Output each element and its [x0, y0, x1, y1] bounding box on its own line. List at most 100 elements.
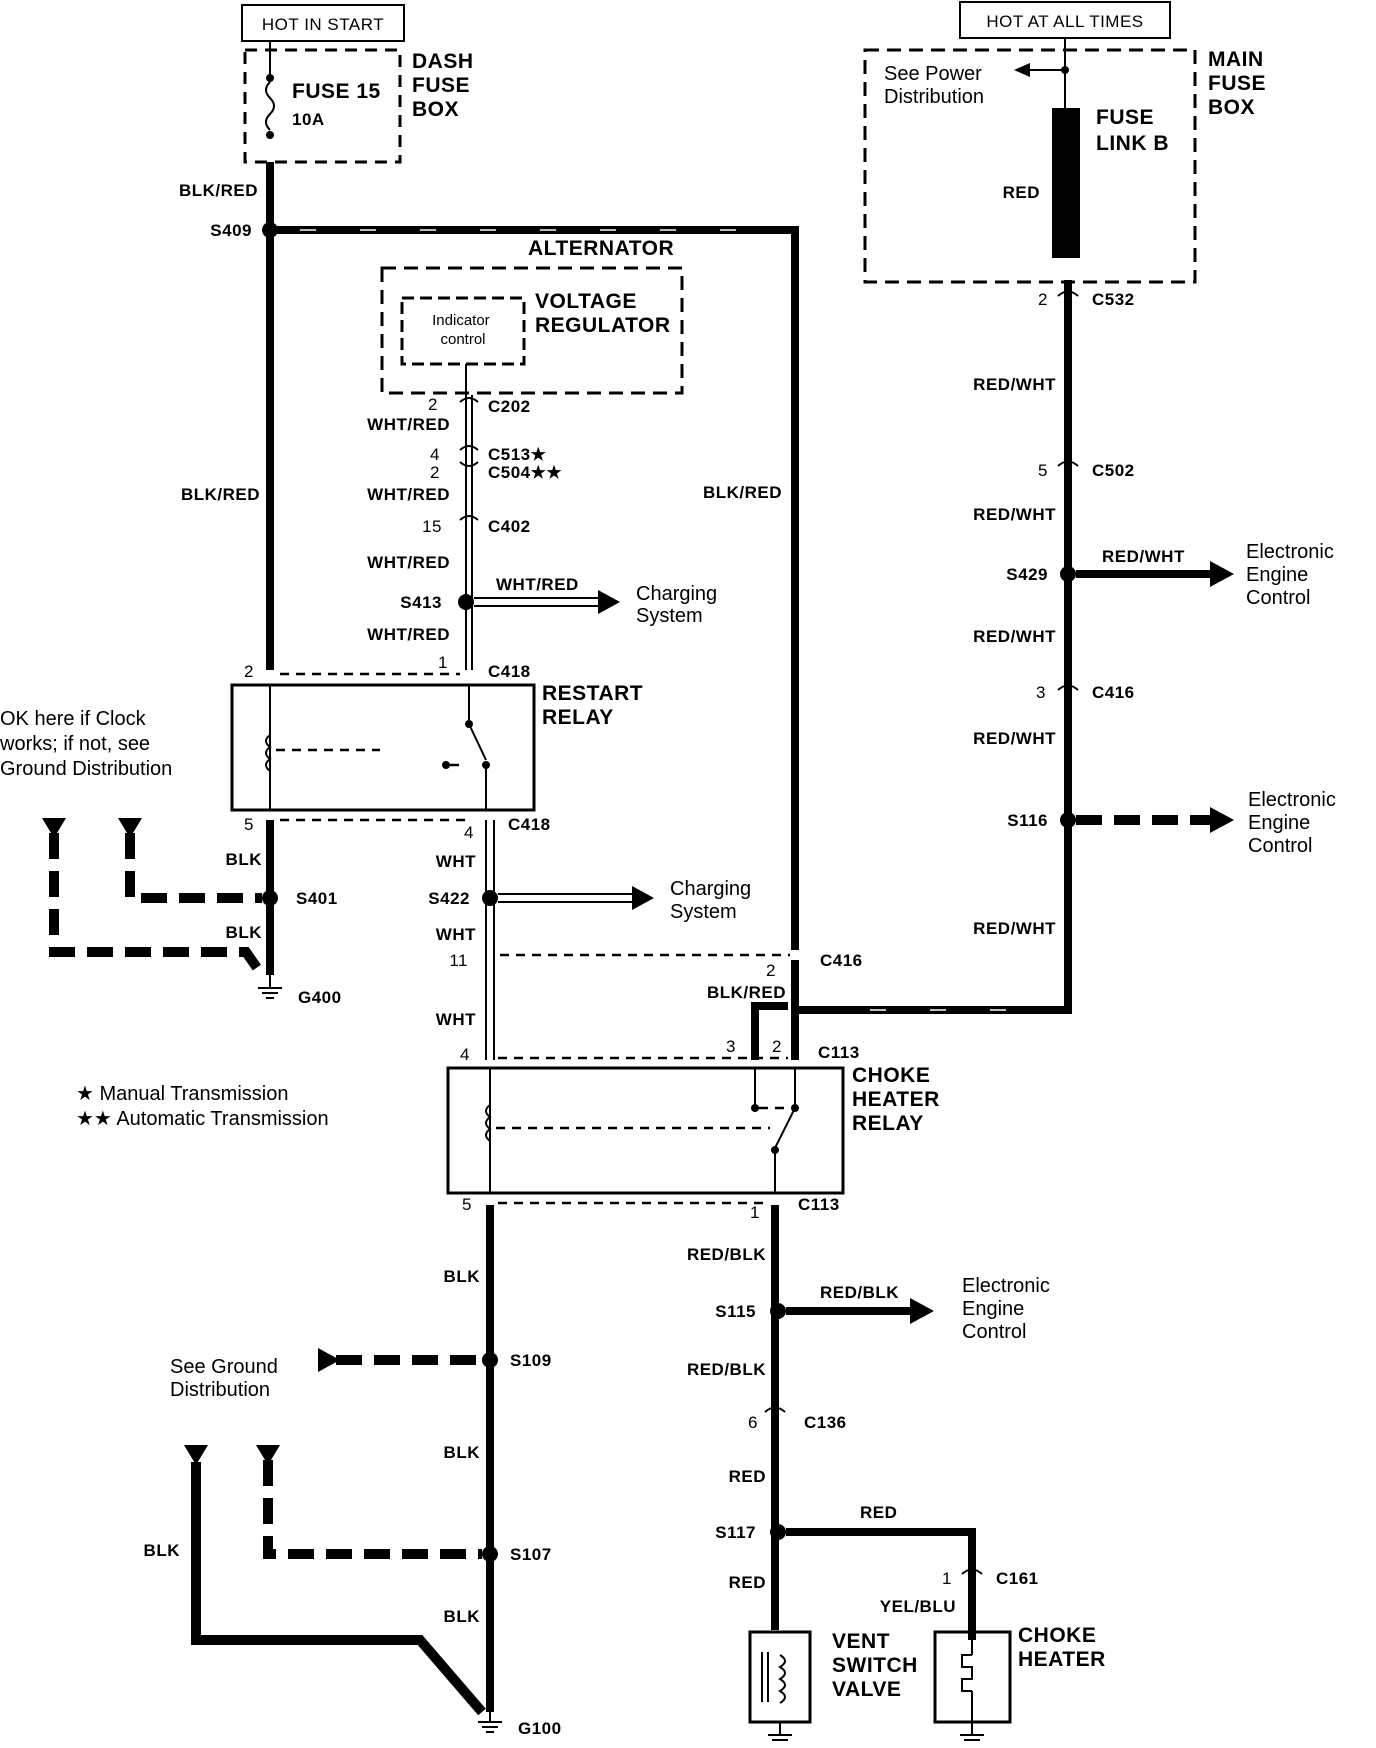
note-manual: ★ Manual Transmission — [76, 1083, 288, 1105]
connector-c513: C513★ — [488, 445, 547, 464]
hot-in-start-label: HOT IN START — [262, 15, 384, 34]
splice-s117 — [770, 1524, 786, 1540]
restart-relay-label: RESTART RELAY — [542, 682, 649, 729]
wire-label-red-wht-2: RED/WHT — [973, 505, 1056, 524]
hot-at-all-times-label: HOT AT ALL TIMES — [986, 12, 1143, 31]
splice-s115-label: S115 — [715, 1302, 756, 1321]
wire-label-wht-red-5: WHT/RED — [367, 625, 450, 644]
pin-c113-4: 4 — [460, 1045, 470, 1064]
pin-c402: 15 — [422, 517, 442, 536]
wire-label-blk-6: BLK — [444, 1607, 481, 1626]
eec-2: Electronic Engine Control — [1248, 789, 1341, 857]
note-automatic: ★★ Automatic Transmission — [76, 1108, 329, 1130]
indicator-control-label: Indicator control — [432, 312, 494, 348]
wire-label-red-wht-6: RED/WHT — [973, 919, 1056, 938]
ground-g400-label: G400 — [298, 988, 342, 1007]
splice-s413 — [458, 594, 474, 610]
vent-switch-valve-symbol — [761, 1652, 792, 1741]
pin-c113-1: 1 — [750, 1203, 760, 1222]
connector-c502: C502 — [1092, 461, 1135, 480]
wire-label-blk-5: BLK — [144, 1541, 181, 1560]
fuse-15-label: FUSE 15 — [292, 80, 381, 103]
ground-g100-label: G100 — [518, 1719, 562, 1738]
splice-s116-label: S116 — [1007, 811, 1048, 830]
wire-label-wht-red-4: WHT/RED — [496, 575, 579, 594]
wire-label-red-fuse: RED — [1003, 183, 1040, 202]
fuse-15-rating: 10A — [292, 110, 325, 129]
splice-s107-label: S107 — [510, 1545, 552, 1564]
wire-label-blk-2: BLK — [226, 923, 263, 942]
connector-c202: C202 — [488, 397, 531, 416]
charging-system-2: Charging System — [670, 878, 757, 923]
pin-c113-2: 2 — [772, 1037, 782, 1056]
wire-label-wht-red-2: WHT/RED — [367, 485, 450, 504]
dash-fuse-box — [243, 48, 402, 164]
choke-heater-relay-symbol — [485, 1068, 799, 1193]
wire-label-red-3: RED — [729, 1573, 766, 1592]
pin-c513: 4 — [430, 445, 440, 464]
voltage-regulator-label: VOLTAGE REGULATOR — [535, 290, 671, 337]
wire-label-red-wht-3: RED/WHT — [1102, 547, 1185, 566]
clock-note: OK here if Clock works; if not, see Grou… — [0, 708, 172, 780]
pin-c161-1: 1 — [942, 1569, 952, 1588]
ground-g100-symbol — [478, 1712, 502, 1733]
ground-g400-symbol — [258, 975, 282, 999]
wire-label-red-wht-5: RED/WHT — [973, 729, 1056, 748]
splice-s413-label: S413 — [400, 593, 442, 612]
main-fuse-box — [863, 48, 1197, 284]
see-power-distribution: See Power Distribution — [884, 63, 987, 108]
eec-3: Electronic Engine Control — [962, 1275, 1055, 1343]
wire-label-red-1: RED — [729, 1467, 766, 1486]
splice-s107 — [482, 1546, 498, 1562]
pin-c418-5: 5 — [244, 815, 254, 834]
connector-c416-main: C416 — [820, 951, 863, 970]
wire-label-blk-red-1: BLK/RED — [179, 181, 258, 200]
splice-s109-label: S109 — [510, 1351, 552, 1370]
pin-c504: 2 — [430, 463, 440, 482]
splice-s429-label: S429 — [1006, 565, 1048, 584]
splice-s422 — [482, 890, 498, 906]
pin-c502-5: 5 — [1038, 461, 1048, 480]
wire-label-wht-2: WHT — [436, 925, 476, 944]
pin-c416-11: 11 — [449, 951, 468, 970]
wire-label-red-blk-1: RED/BLK — [687, 1245, 766, 1264]
wire-stripes — [300, 229, 1006, 1011]
connector-c113-bottom: C113 — [798, 1195, 840, 1214]
charging-system-1: Charging System — [636, 583, 723, 627]
dash-fuse-box-title: DASH FUSE BOX — [412, 50, 480, 121]
connector-c504: C504★★ — [488, 463, 562, 482]
alternator-label: ALTERNATOR — [528, 237, 674, 260]
splice-s117-label: S117 — [715, 1523, 756, 1542]
wire-label-wht-red-3: WHT/RED — [367, 553, 450, 572]
indicator-control-box — [400, 296, 526, 366]
wire-label-yel-blu: YEL/BLU — [880, 1597, 956, 1616]
wire-label-red-wht-4: RED/WHT — [973, 627, 1056, 646]
splice-s116 — [1060, 812, 1076, 828]
eec-1: Electronic Engine Control — [1246, 541, 1339, 609]
pin-c136-6: 6 — [748, 1413, 758, 1432]
hot-in-start-box — [241, 4, 405, 42]
splice-s429 — [1060, 566, 1076, 582]
wire-label-red-wht-1: RED/WHT — [973, 375, 1056, 394]
see-ground-distribution: See Ground Distribution — [170, 1356, 283, 1401]
pin-c416-2: 2 — [766, 961, 776, 980]
connector-c402: C402 — [488, 517, 531, 536]
splice-s115 — [770, 1303, 786, 1319]
connector-c136: C136 — [804, 1413, 847, 1432]
pin-c113-5: 5 — [462, 1195, 472, 1214]
choke-heater-relay-label: CHOKE HEATER RELAY — [852, 1064, 946, 1135]
wire-label-wht-3: WHT — [436, 1010, 476, 1029]
splice-s401 — [262, 890, 278, 906]
pin-c418-4: 4 — [464, 823, 474, 842]
pin-c202: 2 — [428, 395, 438, 414]
splice-s422-label: S422 — [428, 889, 470, 908]
connector-c418-top: C418 — [488, 662, 531, 681]
restart-relay-box — [230, 683, 536, 812]
choke-heater-relay-box — [446, 1066, 845, 1195]
splice-s409-label: S409 — [210, 221, 252, 240]
wire-label-blk-red-2: BLK/RED — [181, 485, 260, 504]
wire-label-red-blk-2: RED/BLK — [820, 1283, 899, 1302]
pin-c113-3: 3 — [726, 1037, 736, 1056]
vent-switch-valve-box — [748, 1630, 812, 1724]
